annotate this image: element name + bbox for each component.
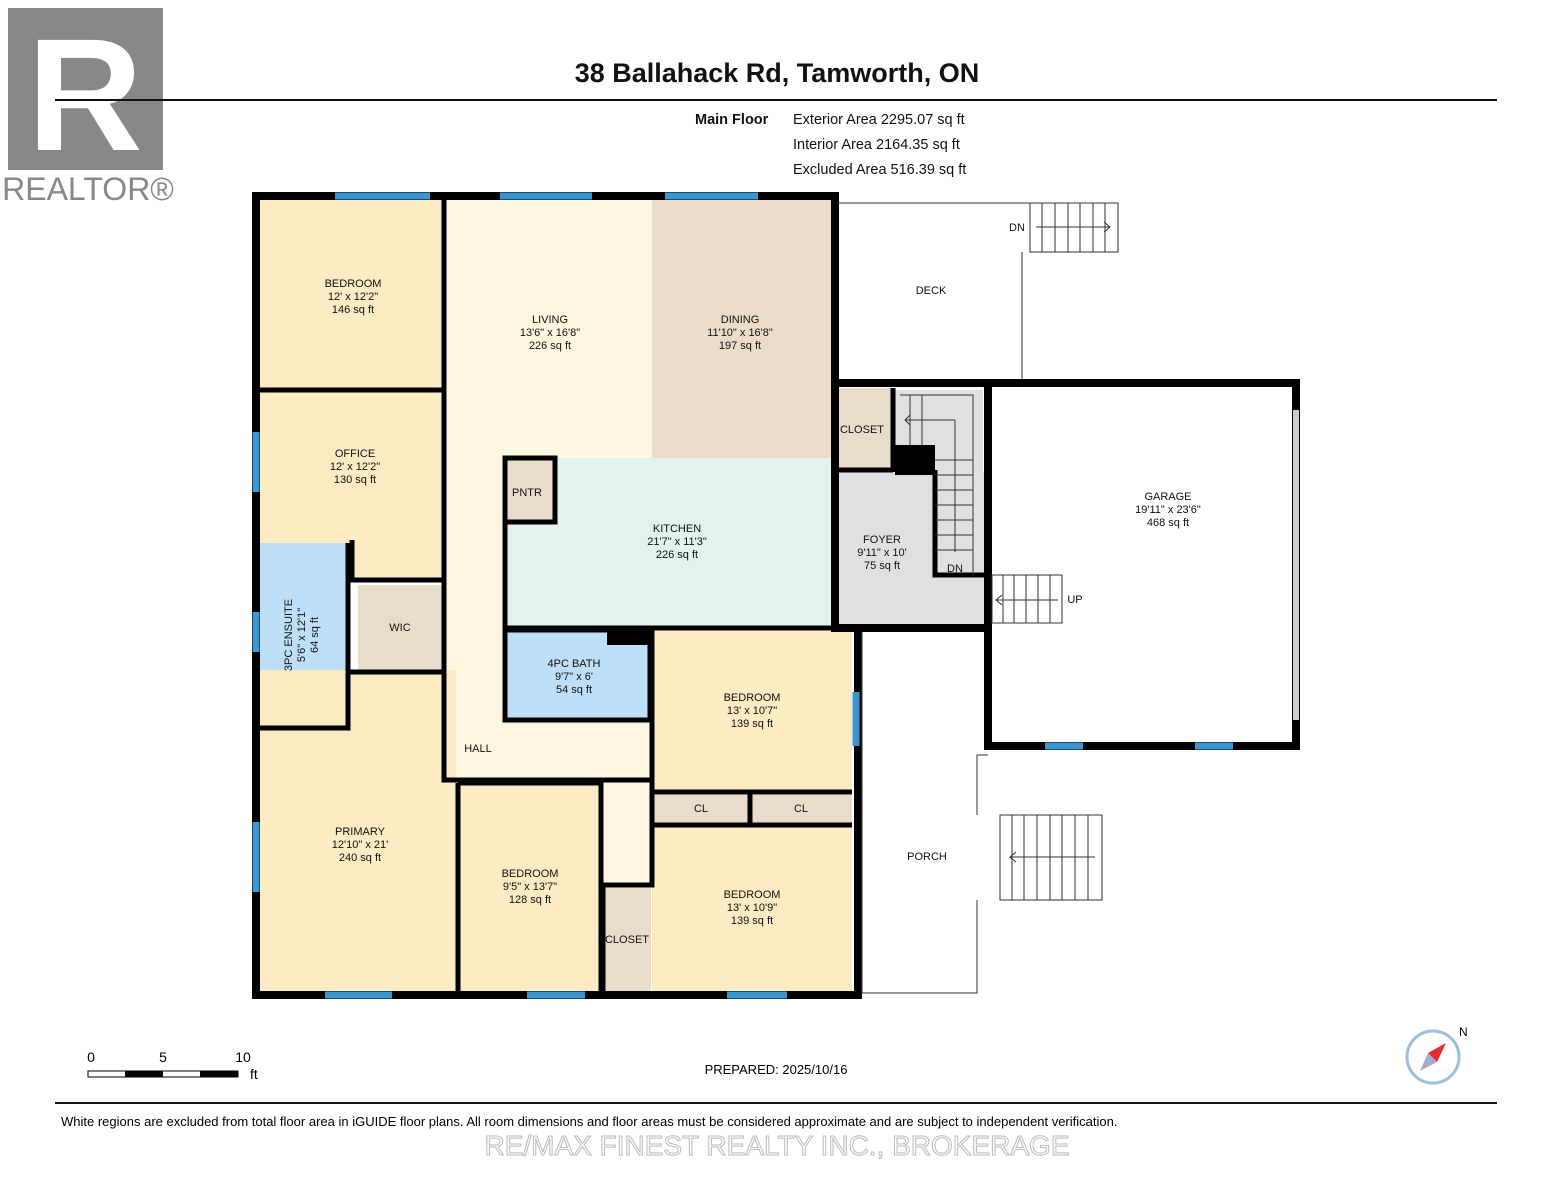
room-fills [260, 200, 986, 992]
deck-stairs-icon [1029, 202, 1119, 253]
svg-text:13' x 10'7": 13' x 10'7" [727, 705, 777, 717]
stairs-down-label: DN [1009, 222, 1025, 234]
svg-text:139 sq ft: 139 sq ft [731, 915, 773, 927]
floor-name: Main Floor [695, 112, 769, 128]
svg-text:0: 0 [87, 1049, 95, 1065]
svg-text:BEDROOM: BEDROOM [502, 868, 559, 880]
svg-text:BEDROOM: BEDROOM [724, 889, 781, 901]
svg-text:13'6" x 16'8": 13'6" x 16'8" [520, 327, 580, 339]
svg-text:5'6" x 12'1": 5'6" x 12'1" [296, 608, 308, 662]
svg-text:139 sq ft: 139 sq ft [731, 718, 773, 730]
svg-text:3PC ENSUITE: 3PC ENSUITE [283, 599, 295, 671]
stairs-down-label: DN [947, 563, 963, 575]
disclaimer: White regions are excluded from total fl… [61, 1114, 1117, 1129]
svg-text:130 sq ft: 130 sq ft [334, 474, 376, 486]
room-bedroom-2: BEDROOM 13' x 10'7" 139 sq ft [724, 692, 781, 730]
svg-text:9'7" x 6': 9'7" x 6' [555, 671, 593, 683]
svg-text:12' x 12'2": 12' x 12'2" [328, 291, 378, 303]
svg-text:54 sq ft: 54 sq ft [556, 684, 592, 696]
svg-text:BEDROOM: BEDROOM [325, 278, 382, 290]
room-dining: DINING 11'10" x 16'8" 197 sq ft [707, 314, 773, 352]
svg-text:9'5" x 13'7": 9'5" x 13'7" [503, 881, 557, 893]
svg-text:REALTOR®: REALTOR® [2, 171, 174, 207]
svg-text:11'10" x 16'8": 11'10" x 16'8" [707, 327, 773, 339]
svg-text:64 sq ft: 64 sq ft [309, 617, 321, 653]
svg-text:21'7" x 11'3": 21'7" x 11'3" [647, 536, 707, 548]
room-bedroom-3: BEDROOM 9'5" x 13'7" 128 sq ft [502, 868, 559, 906]
room-bedroom-1: BEDROOM 12' x 12'2" 146 sq ft [325, 278, 382, 316]
svg-text:468 sq ft: 468 sq ft [1147, 517, 1189, 529]
room-bedroom-4: BEDROOM 13' x 10'9" 139 sq ft [724, 889, 781, 927]
svg-text:10: 10 [235, 1049, 251, 1065]
svg-text:226 sq ft: 226 sq ft [529, 340, 571, 352]
windows [252, 192, 1299, 999]
svg-text:197 sq ft: 197 sq ft [719, 340, 761, 352]
svg-text:226 sq ft: 226 sq ft [656, 549, 698, 561]
closet-label: CLOSET [605, 934, 649, 946]
watermark: RE/MAX FINEST REALTY INC., BROKERAGE [484, 1130, 1069, 1161]
room-4pc-bath: 4PC BATH 9'7" x 6' 54 sq ft [548, 658, 601, 696]
svg-text:FOYER: FOYER [863, 534, 901, 546]
svg-text:ft: ft [250, 1066, 258, 1082]
svg-text:128 sq ft: 128 sq ft [509, 894, 551, 906]
room-living: LIVING 13'6" x 16'8" 226 sq ft [520, 314, 580, 352]
pantry-label: PNTR [512, 487, 542, 499]
svg-text:OFFICE: OFFICE [335, 448, 375, 460]
svg-text:12'10" x 21': 12'10" x 21' [332, 839, 388, 851]
page-title: 38 Ballahack Rd, Tamworth, ON [575, 58, 980, 88]
exterior-area: Exterior Area 2295.07 sq ft [793, 112, 965, 128]
svg-text:LIVING: LIVING [532, 314, 568, 326]
realtor-logo: R REALTOR® [2, 5, 174, 207]
room-3pc-ensuite: 3PC ENSUITE 5'6" x 12'1" 64 sq ft [283, 599, 321, 671]
deck-label: DECK [916, 285, 947, 297]
svg-text:N: N [1459, 1025, 1468, 1039]
closet-label: CL [694, 803, 708, 815]
room-primary: PRIMARY 12'10" x 21' 240 sq ft [332, 826, 388, 864]
room-foyer: FOYER 9'11" x 10' 75 sq ft [857, 534, 907, 572]
svg-text:12' x 12'2": 12' x 12'2" [330, 461, 380, 473]
svg-text:DINING: DINING [721, 314, 760, 326]
garage-stairs-icon [991, 574, 1063, 624]
excluded-area: Excluded Area 516.39 sq ft [793, 162, 966, 178]
exterior-areas [837, 202, 1119, 994]
svg-text:75 sq ft: 75 sq ft [864, 560, 900, 572]
svg-text:13' x 10'9": 13' x 10'9" [727, 902, 777, 914]
svg-text:KITCHEN: KITCHEN [653, 523, 701, 535]
svg-text:240 sq ft: 240 sq ft [339, 852, 381, 864]
stairs-up-label: UP [1067, 594, 1082, 606]
foyer-closet-label: CLOSET [840, 424, 884, 436]
prepared-date: PREPARED: 2025/10/16 [705, 1062, 848, 1077]
room-garage: GARAGE 19'11" x 23'6" 468 sq ft [1135, 491, 1201, 529]
interior-area: Interior Area 2164.35 sq ft [793, 137, 960, 153]
porch-label: PORCH [907, 851, 947, 863]
svg-text:GARAGE: GARAGE [1144, 491, 1191, 503]
svg-text:5: 5 [159, 1049, 167, 1065]
wic-label: WIC [389, 622, 410, 634]
porch-stairs-icon [999, 814, 1103, 901]
hall-label: HALL [464, 743, 492, 755]
svg-text:146 sq ft: 146 sq ft [332, 304, 374, 316]
closet-label: CL [794, 803, 808, 815]
room-office: OFFICE 12' x 12'2" 130 sq ft [330, 448, 380, 486]
svg-text:19'11" x 23'6": 19'11" x 23'6" [1135, 504, 1201, 516]
svg-text:9'11" x 10': 9'11" x 10' [857, 547, 907, 559]
scale-bar: 0 5 10 ft [87, 1049, 258, 1082]
svg-text:4PC BATH: 4PC BATH [548, 658, 601, 670]
svg-text:R: R [27, 5, 143, 184]
svg-text:BEDROOM: BEDROOM [724, 692, 781, 704]
svg-text:PRIMARY: PRIMARY [335, 826, 386, 838]
interior-stairs-icon [900, 394, 974, 575]
compass-icon: N [1405, 1025, 1468, 1085]
room-kitchen: KITCHEN 21'7" x 11'3" 226 sq ft [647, 523, 707, 561]
